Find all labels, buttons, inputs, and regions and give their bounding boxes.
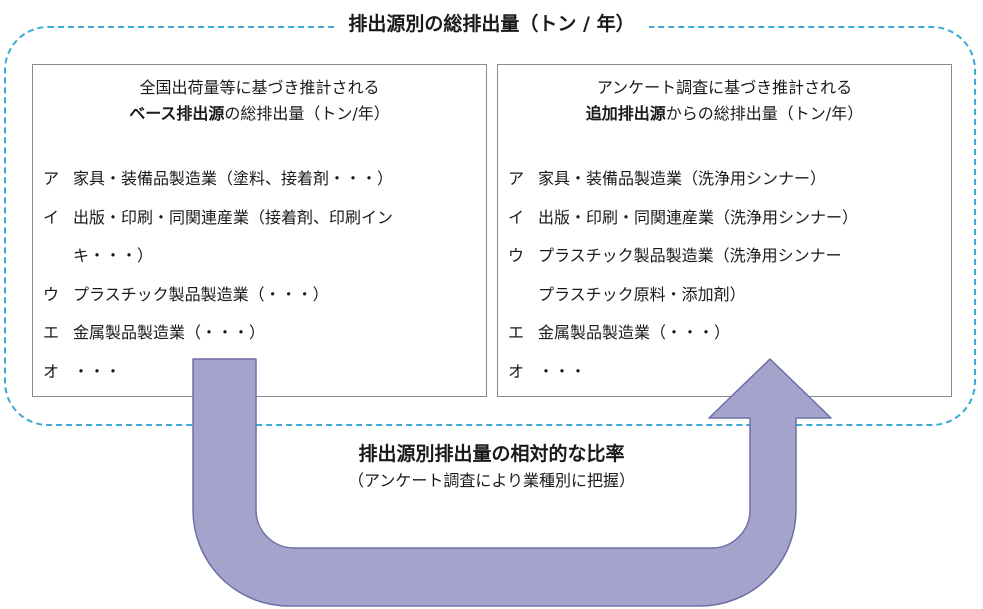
- additional-source-item-key: イ: [508, 207, 525, 227]
- base-source-item-row: ア家具・装備品製造業（塗料、接着剤・・・）: [43, 160, 483, 199]
- additional-source-heading-bold: 追加排出源: [585, 104, 666, 123]
- additional-source-item-text: プラスチック製品製造業（洗浄用シンナー: [538, 246, 842, 265]
- base-source-item-text: 家具・装備品製造業（塗料、接着剤・・・）: [73, 169, 394, 188]
- base-source-heading-rest: の総排出量（トン/年）: [224, 104, 390, 123]
- additional-source-item-row: ウプラスチック製品製造業（洗浄用シンナー: [508, 237, 948, 276]
- additional-source-item-key: エ: [508, 323, 525, 342]
- base-source-heading-bold: ベース排出源: [129, 104, 225, 123]
- additional-source-item: エ金属製品製造業（・・・）: [508, 314, 948, 353]
- additional-source-item: ア家具・装備品製造業（洗浄用シンナー）: [508, 160, 948, 199]
- additional-source-item-list: ア家具・装備品製造業（洗浄用シンナー）イ出版・印刷・同関連産業（洗浄用シンナー）…: [508, 160, 948, 391]
- base-source-item-text: ・・・: [73, 361, 122, 381]
- additional-source-item-continuation: プラスチック原料・添加剤）: [538, 284, 746, 304]
- base-source-item: ア家具・装備品製造業（塗料、接着剤・・・）: [43, 160, 483, 199]
- base-source-item-key: オ: [43, 361, 60, 381]
- base-source-item: イ出版・印刷・同関連産業（接着剤、印刷インキ・・・）: [43, 199, 483, 276]
- base-source-item: エ金属製品製造業（・・・）: [43, 314, 483, 353]
- additional-source-heading-line1: アンケート調査に基づき推計される: [596, 78, 853, 97]
- additional-source-item-row: ア家具・装備品製造業（洗浄用シンナー）: [508, 160, 948, 199]
- base-source-item-text: プラスチック製品製造業（・・・）: [73, 284, 329, 304]
- additional-source-item-text: ・・・: [538, 361, 587, 381]
- additional-source-heading-line2: 追加排出源からの総排出量（トン/年）: [498, 101, 951, 127]
- base-source-item-row: イ出版・印刷・同関連産業（接着剤、印刷イン: [43, 199, 483, 238]
- additional-source-item-row: オ・・・: [508, 353, 948, 392]
- additional-source-item-key: ア: [508, 169, 525, 188]
- additional-source-item-key: オ: [508, 361, 525, 381]
- base-source-item-row: エ金属製品製造業（・・・）: [43, 314, 483, 353]
- base-source-panel: 全国出荷量等に基づき推計される ベース排出源の総排出量（トン/年） ア家具・装備…: [32, 64, 487, 397]
- base-source-heading-line2: ベース排出源の総排出量（トン/年）: [33, 101, 486, 127]
- base-source-item-text: 金属製品製造業（・・・）: [73, 323, 266, 342]
- base-source-heading: 全国出荷量等に基づき推計される ベース排出源の総排出量（トン/年）: [33, 75, 486, 127]
- diagram-title: 排出源別の総排出量（トン / 年）: [0, 9, 983, 39]
- additional-source-item-text: 金属製品製造業（・・・）: [538, 323, 731, 342]
- base-source-item-continuation: キ・・・）: [73, 246, 154, 265]
- additional-source-panel: アンケート調査に基づき推計される 追加排出源からの総排出量（トン/年） ア家具・…: [497, 64, 952, 397]
- base-source-item-row: オ・・・: [43, 353, 483, 392]
- additional-source-heading-rest: からの総排出量（トン/年）: [665, 104, 864, 123]
- ratio-subtitle: （アンケート調査により業種別に把握）: [347, 471, 636, 490]
- base-source-item-key: イ: [43, 207, 60, 227]
- base-source-item-key: ウ: [43, 284, 60, 304]
- base-source-item-text: 出版・印刷・同関連産業（接着剤、印刷イン: [73, 207, 394, 227]
- additional-source-item-text: 出版・印刷・同関連産業（洗浄用シンナー）: [538, 207, 859, 227]
- u-turn-flow-arrow: [192, 358, 832, 607]
- additional-source-item-key: ウ: [508, 246, 525, 265]
- additional-source-item-row: イ出版・印刷・同関連産業（洗浄用シンナー）: [508, 199, 948, 238]
- additional-source-item: オ・・・: [508, 353, 948, 392]
- additional-source-item: ウプラスチック製品製造業（洗浄用シンナープラスチック原料・添加剤）: [508, 237, 948, 314]
- base-source-item-key: エ: [43, 323, 60, 342]
- base-source-item-list: ア家具・装備品製造業（塗料、接着剤・・・）イ出版・印刷・同関連産業（接着剤、印刷…: [43, 160, 483, 391]
- additional-source-heading: アンケート調査に基づき推計される 追加排出源からの総排出量（トン/年）: [498, 75, 951, 127]
- base-source-item: ウプラスチック製品製造業（・・・）: [43, 276, 483, 315]
- base-source-item-row: ウプラスチック製品製造業（・・・）: [43, 276, 483, 315]
- ratio-title: 排出源別排出量の相対的な比率: [358, 443, 625, 465]
- additional-source-item: イ出版・印刷・同関連産業（洗浄用シンナー）: [508, 199, 948, 238]
- base-source-item: オ・・・: [43, 353, 483, 392]
- base-source-heading-line1: 全国出荷量等に基づき推計される: [139, 78, 380, 97]
- additional-source-item-text: 家具・装備品製造業（洗浄用シンナー）: [538, 169, 827, 188]
- additional-source-item-row: エ金属製品製造業（・・・）: [508, 314, 948, 353]
- base-source-item-key: ア: [43, 169, 60, 188]
